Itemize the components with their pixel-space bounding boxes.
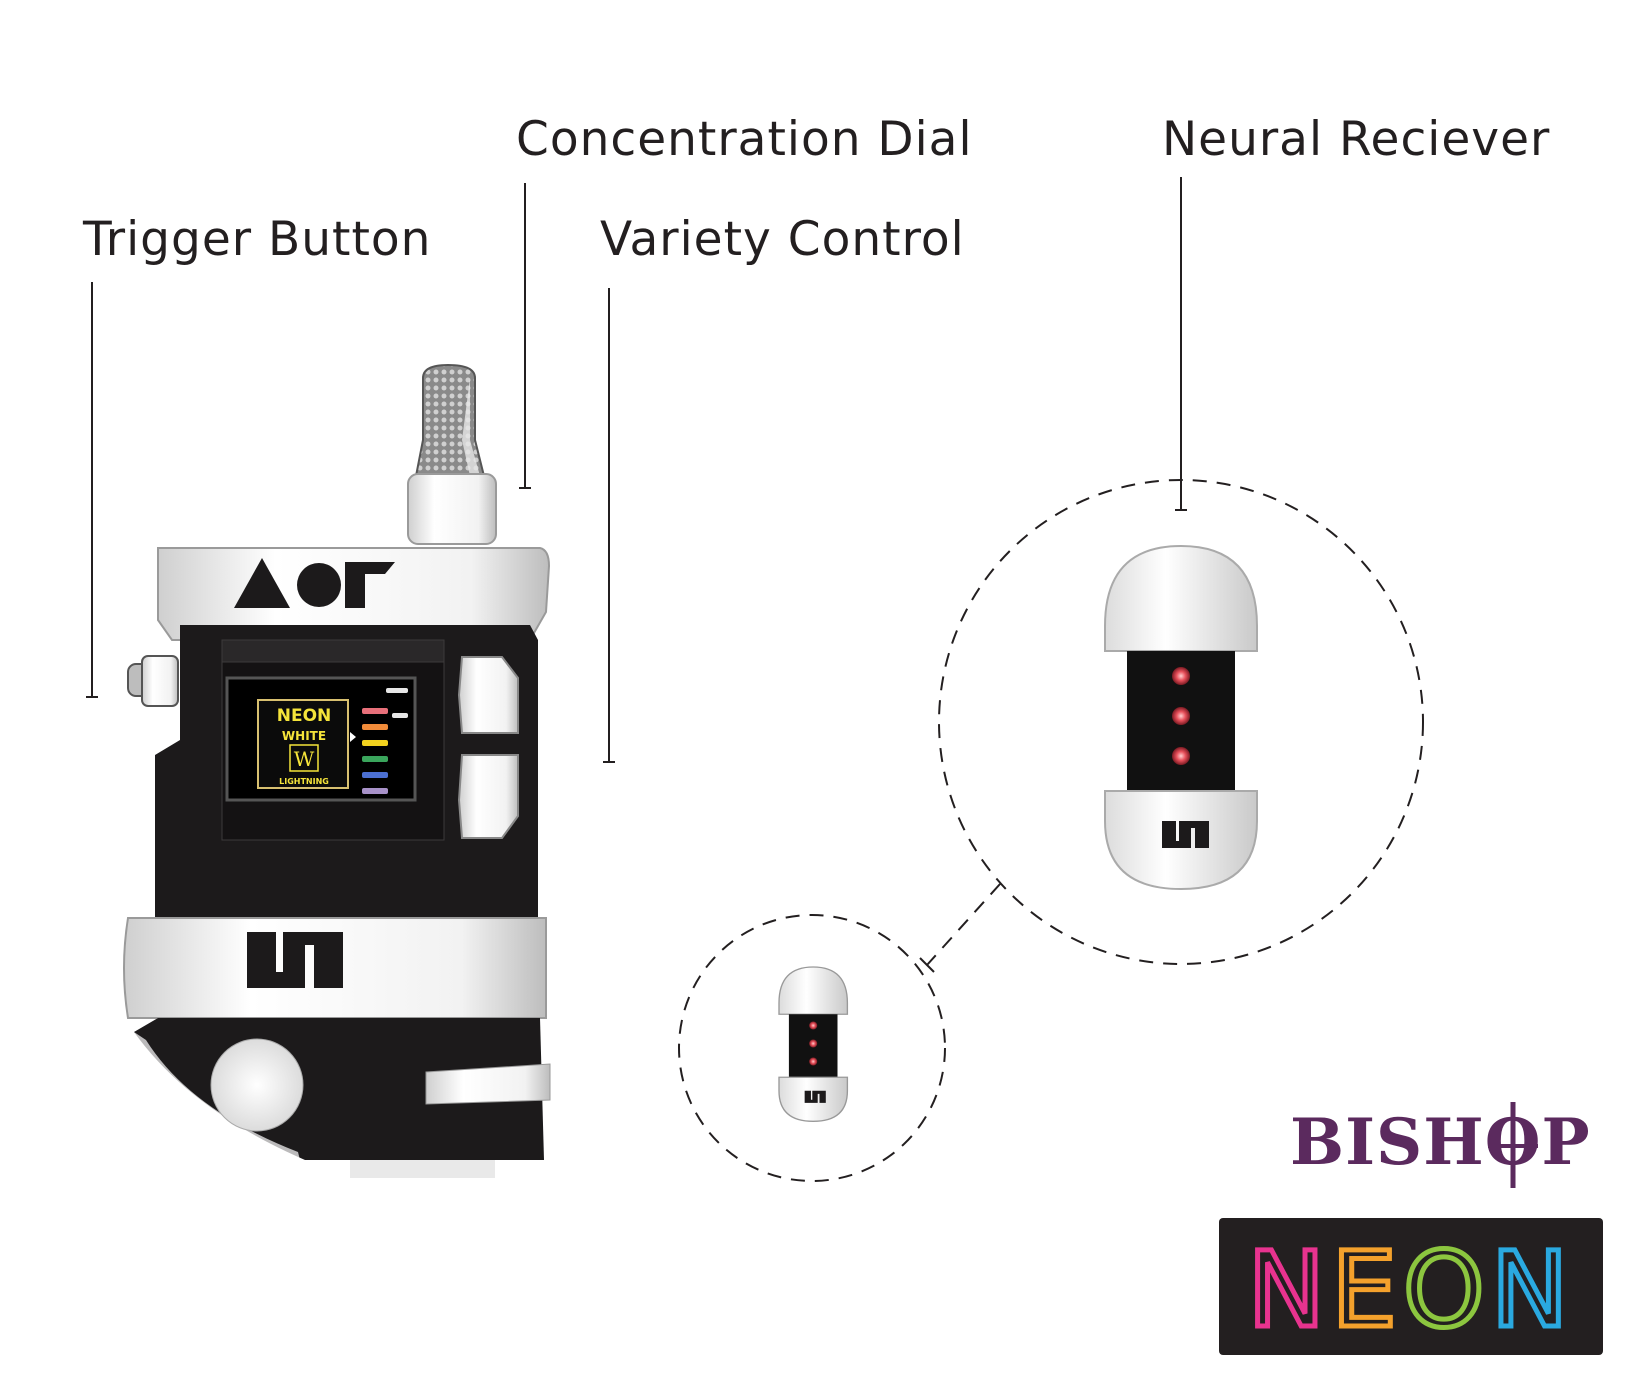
neon-device	[123, 363, 551, 1178]
screen-subtitle: LIGHTNING	[279, 777, 329, 786]
neural-receiver-callout	[678, 479, 1424, 1182]
color-swatch	[362, 724, 388, 730]
led	[809, 1057, 818, 1066]
neon-letter: N	[1247, 1229, 1331, 1351]
neon-letter: N	[1491, 1229, 1575, 1351]
bishop-crosshair-icon	[1488, 1102, 1538, 1188]
screen-glyph: W	[294, 747, 315, 771]
neural-receiver-small	[778, 966, 849, 1123]
capsule-logo	[1162, 821, 1209, 848]
concentration-dial[interactable]	[407, 363, 497, 545]
base-knob[interactable]	[210, 1038, 304, 1132]
svg-text:NEON: NEON	[1247, 1229, 1574, 1351]
led	[1172, 707, 1190, 725]
device-screen: NEON WHITE W LIGHTNING	[257, 688, 408, 794]
neon-letter: E	[1331, 1229, 1403, 1351]
neural-receiver-large	[1104, 544, 1258, 891]
trigger-button[interactable]	[127, 655, 179, 707]
color-swatch	[362, 708, 388, 714]
color-swatch	[362, 772, 388, 778]
slot-clip	[425, 1063, 551, 1105]
color-swatch	[362, 740, 388, 746]
neon-logo-panel: NEON	[1219, 1218, 1603, 1355]
neon-logo: NEON	[1245, 1227, 1574, 1354]
band-logo	[247, 932, 343, 988]
led	[1172, 667, 1190, 685]
neon-letter: O	[1403, 1229, 1491, 1351]
color-swatch	[362, 788, 388, 794]
variety-control[interactable]	[457, 656, 519, 839]
label-concentration-dial: Concentration Dial	[516, 112, 973, 167]
label-neural-receiver: Neural Reciever	[1162, 112, 1551, 167]
led	[809, 1021, 818, 1030]
leader-lines	[86, 177, 1187, 763]
collar-logo	[234, 558, 395, 608]
label-variety-control: Variety Control	[600, 212, 965, 267]
led	[1172, 747, 1190, 765]
screen-brand: NEON	[277, 706, 332, 726]
color-swatch	[362, 756, 388, 762]
led	[809, 1039, 818, 1048]
bishop-logo: BISHOP	[1290, 1105, 1591, 1180]
label-trigger-button: Trigger Button	[83, 212, 432, 267]
screen-variety: WHITE	[282, 729, 326, 743]
color-swatches	[362, 708, 388, 794]
